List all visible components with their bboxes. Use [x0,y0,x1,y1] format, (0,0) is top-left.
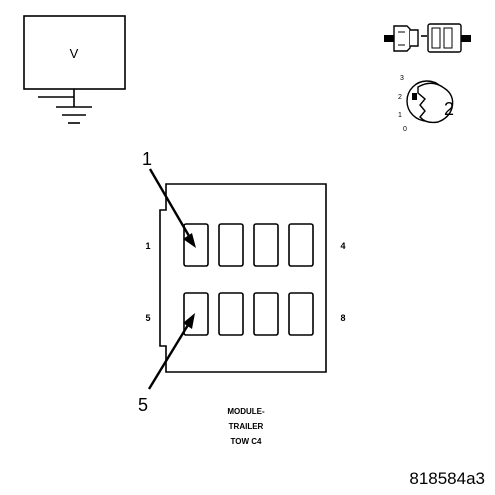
figure-id: 818584a3 [409,469,485,488]
pin-label-top-left: 1 [145,241,150,251]
voltmeter-label: V [70,46,79,61]
callout-pin-5: 5 [138,313,195,415]
callout-arrow-1 [148,168,191,237]
ignition-position-0: 0 [403,126,407,133]
pin-cavity-5 [183,292,209,336]
caption-line-3: TOW C4 [231,437,263,446]
callout-arrowhead-5 [183,313,195,329]
caption-line-2: TRAILER [229,422,264,431]
callout-label-1: 1 [142,149,152,169]
pin-cavity-1 [183,223,209,267]
disconnected-connector-icon [384,23,471,53]
pin-label-bottom-right: 8 [340,313,345,323]
pin-label-top-right: 4 [340,241,345,251]
pin-cavity-2 [218,223,244,267]
callout-label-5: 5 [138,395,148,415]
ignition-position-3: 3 [400,75,404,82]
pin-row-bottom [183,292,314,336]
ignition-selected-position: 2 [444,99,454,119]
pin-row-top [183,223,314,267]
voltmeter-symbol: V [23,15,126,124]
ignition-position-2: 2 [398,94,402,101]
caption-line-1: MODULE- [227,407,265,416]
callout-pin-1: 1 [142,149,196,248]
pin-cavity-7 [253,292,279,336]
connector-body-outline [159,183,327,373]
callout-arrow-5 [147,324,190,390]
connector-face: 1 4 5 8 [145,183,346,373]
pin-cavity-4 [288,223,314,267]
ignition-position-1: 1 [398,112,402,119]
callout-arrowhead-1 [183,233,196,248]
pin-cavity-3 [253,223,279,267]
pin-cavity-8 [288,292,314,336]
pin-cavity-6 [218,292,244,336]
connector-caption: MODULE- TRAILER TOW C4 [227,407,265,446]
pin-label-bottom-left: 5 [145,313,150,323]
ignition-switch-icon: 3 2 1 0 2 [398,75,454,133]
